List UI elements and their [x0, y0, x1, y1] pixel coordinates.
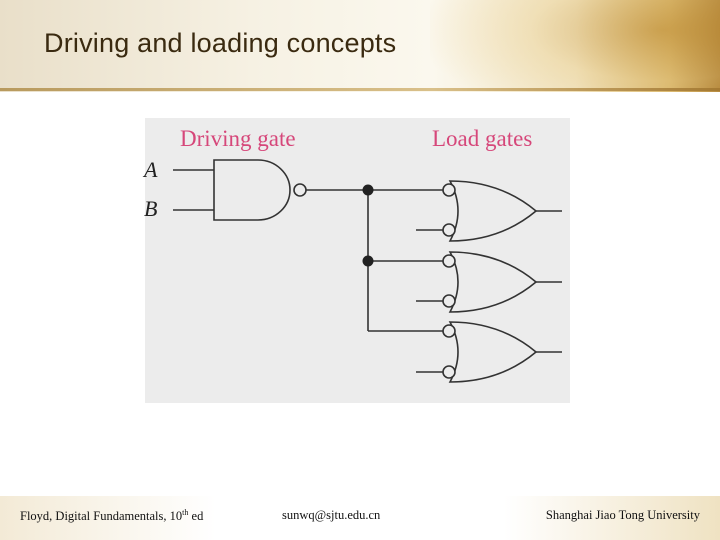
load-3-input-bubble-a: [442, 324, 456, 338]
nand-output-bubble: [293, 183, 307, 197]
load-1-input-bubble-a: [442, 183, 456, 197]
footer-citation-text: Floyd, Digital Fundamentals, 10: [20, 509, 183, 523]
junction-dot-1: [362, 184, 374, 196]
banner-glow: [430, 0, 720, 92]
junction-dot-2: [362, 255, 374, 267]
title-banner: [0, 0, 720, 92]
footer-email: sunwq@sjtu.edu.cn: [282, 508, 381, 522]
input-b-label: B: [144, 196, 157, 221]
input-a-label: A: [142, 157, 158, 182]
load-or-gate-1: [448, 180, 538, 242]
load-2-input-bubble-a: [442, 254, 456, 268]
load-or-gate-3: [448, 321, 538, 383]
driving-nand-gate: [213, 159, 291, 221]
load-2-input-bubble-b: [442, 294, 456, 308]
load-gates-label: Load gates: [432, 126, 532, 151]
slide-title: Driving and loading concepts: [44, 28, 397, 58]
footer-citation-sup: th: [182, 508, 189, 517]
banner-divider: [0, 88, 720, 91]
driving-gate-label: Driving gate: [180, 126, 296, 151]
footer-citation: Floyd, Digital Fundamentals, 10th ed: [20, 508, 203, 524]
footer-citation-suffix: ed: [188, 509, 204, 523]
load-3-input-bubble-b: [442, 365, 456, 379]
slide-footer: [0, 496, 720, 540]
load-or-gate-2: [448, 251, 538, 313]
footer-university: Shanghai Jiao Tong University: [545, 508, 700, 522]
load-1-input-bubble-b: [442, 223, 456, 237]
